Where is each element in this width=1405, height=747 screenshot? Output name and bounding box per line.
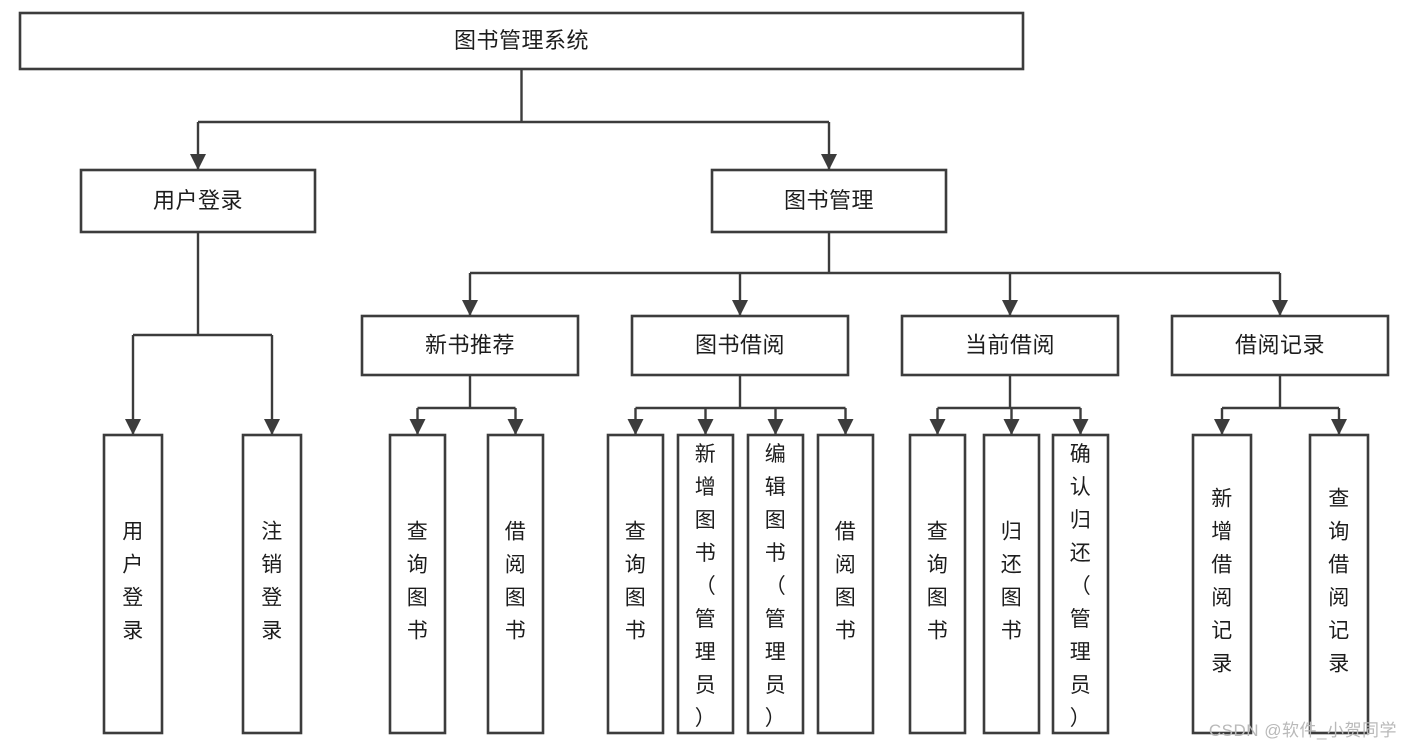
book-borrow-to-leaves-arrowhead [627,419,644,435]
borrow-record-to-leaves-arrowhead [1331,419,1347,435]
node-label: 借阅图书 [835,521,857,643]
node-bb-query[interactable]: 查询图书 [606,433,665,735]
node-label: 新增图书（管理员） [695,443,717,730]
book-borrow-to-leaves-arrowhead [767,419,784,435]
borrow-record-to-leaves-arrowhead [1214,419,1230,435]
node-label: 图书借阅 [695,332,785,357]
node-bb-add[interactable]: 新增图书（管理员） [676,433,735,735]
node-label: 查询图书 [407,521,429,643]
book-borrow-to-leaves-arrowhead [837,419,854,435]
new-book-rec-to-leaves-arrowhead [409,419,426,435]
node-label: 借阅记录 [1235,332,1325,357]
node-label: 归还图书 [1001,521,1023,643]
csdn-watermark: CSDN @软件_小贺同学 [1208,721,1397,740]
root-to-level2-arrowhead [821,154,837,170]
node-label: 注销登录 [261,521,283,643]
node-label: 新书推荐 [425,332,515,357]
current-borrow-to-leaves-arrowhead [1003,419,1020,435]
node-nbr-query[interactable]: 查询图书 [388,433,447,735]
node-book-borrow[interactable]: 图书借阅 [630,314,850,377]
node-label: 图书管理 [784,188,874,213]
user-login-to-leaves-arrowhead [125,419,141,435]
node-label: 用户登录 [153,188,243,213]
node-bb-edit[interactable]: 编辑图书（管理员） [746,433,805,735]
node-bb-borrow[interactable]: 借阅图书 [816,433,875,735]
node-cb-query[interactable]: 查询图书 [908,433,967,735]
node-label: 用户登录 [122,521,144,643]
node-layer: 图书管理系统用户登录图书管理新书推荐图书借阅当前借阅借阅记录用户登录注销登录查询… [18,11,1390,735]
node-label: 确认归还（管理员） [1070,443,1092,730]
node-leaf-user-logout[interactable]: 注销登录 [241,433,303,735]
node-book-manage[interactable]: 图书管理 [710,168,948,234]
node-user-login[interactable]: 用户登录 [79,168,317,234]
current-borrow-to-leaves-arrowhead [929,419,946,435]
node-br-add[interactable]: 新增借阅记录 [1191,433,1253,735]
node-label: 新增借阅记录 [1211,488,1233,676]
node-new-book-rec[interactable]: 新书推荐 [360,314,580,377]
node-root[interactable]: 图书管理系统 [18,11,1025,71]
node-leaf-user-login[interactable]: 用户登录 [102,433,164,735]
user-login-to-leaves-arrowhead [264,419,280,435]
book-manage-to-level3-arrowhead [462,300,478,316]
node-label: 图书管理系统 [454,28,589,53]
book-manage-to-level3-arrowhead [1272,300,1288,316]
connector-layer [125,69,1347,435]
book-manage-to-level3-arrowhead [1002,300,1018,316]
node-cb-return[interactable]: 归还图书 [982,433,1041,735]
node-label: 借阅图书 [505,521,527,643]
node-label: 当前借阅 [965,332,1055,357]
book-borrow-to-leaves-arrowhead [697,419,714,435]
node-borrow-record[interactable]: 借阅记录 [1170,314,1390,377]
node-label: 查询图书 [625,521,647,643]
node-label: 查询图书 [927,521,949,643]
node-current-borrow[interactable]: 当前借阅 [900,314,1120,377]
node-nbr-borrow[interactable]: 借阅图书 [486,433,545,735]
node-label: 查询借阅记录 [1328,488,1350,676]
new-book-rec-to-leaves-arrowhead [507,419,524,435]
node-label: 编辑图书（管理员） [765,443,787,730]
node-cb-confirm[interactable]: 确认归还（管理员） [1051,433,1110,735]
root-to-level2-arrowhead [190,154,206,170]
node-br-query[interactable]: 查询借阅记录 [1308,433,1370,735]
book-manage-to-level3-arrowhead [732,300,748,316]
current-borrow-to-leaves-arrowhead [1072,419,1089,435]
